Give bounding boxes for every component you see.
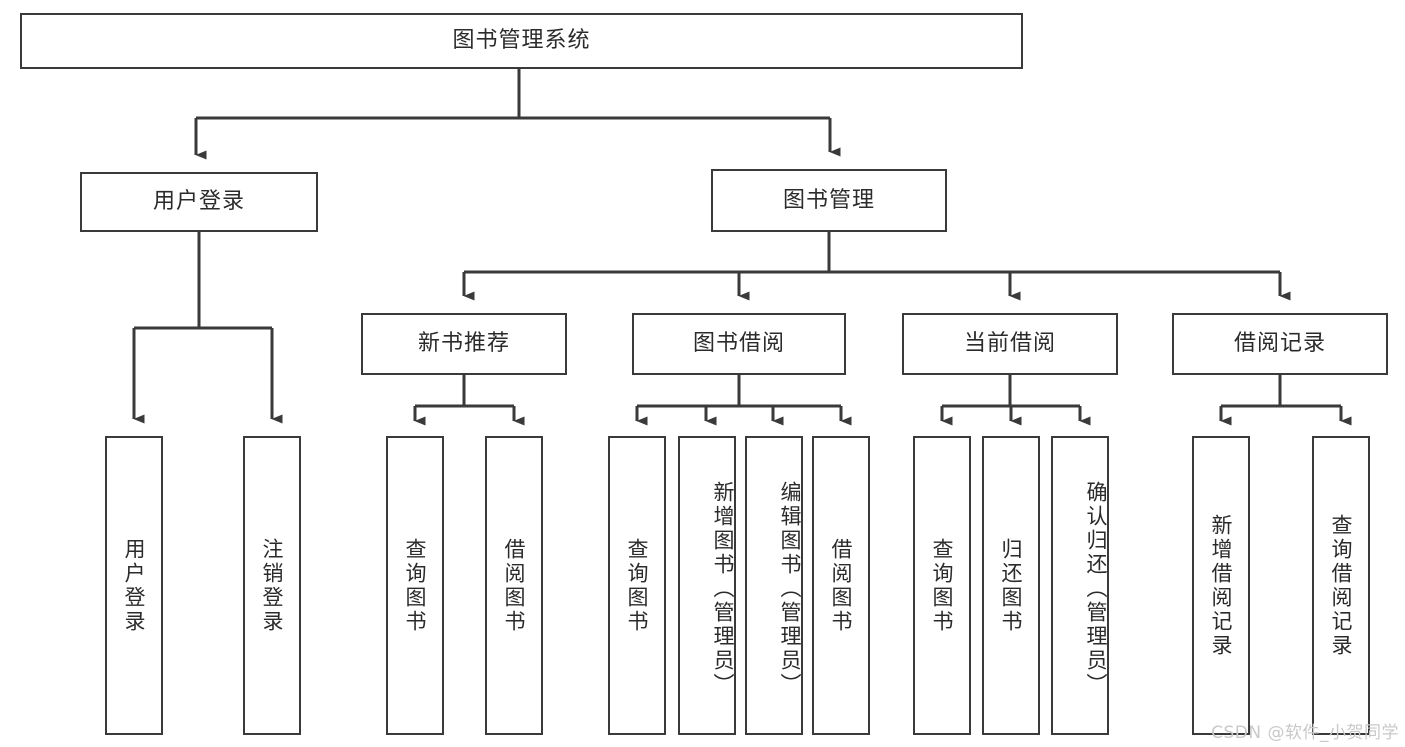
node-leaf-logout[interactable]: 注销登录 [243, 436, 301, 735]
node-leaf-user-login-label: 用户登录 [122, 537, 147, 634]
node-current-borrow-label: 当前借阅 [963, 331, 1056, 357]
node-borrow-record-label: 借阅记录 [1233, 331, 1326, 357]
node-leaf-borrow-book-1-label: 借阅图书 [502, 537, 527, 634]
node-book-borrow-label: 图书借阅 [692, 331, 785, 357]
node-leaf-logout-label: 注销登录 [260, 537, 285, 634]
node-current-borrow[interactable]: 当前借阅 [902, 313, 1118, 375]
node-leaf-add-book-label: 新增图书（管理员） [711, 480, 735, 697]
node-leaf-return-book-label: 归还图书 [999, 537, 1024, 634]
node-leaf-borrow-book-2[interactable]: 借阅图书 [812, 436, 870, 735]
node-new-book-rec[interactable]: 新书推荐 [361, 313, 567, 375]
node-leaf-borrow-book-2-label: 借阅图书 [829, 537, 854, 634]
node-leaf-query-book-1[interactable]: 查询图书 [386, 436, 444, 735]
node-leaf-borrow-book-1[interactable]: 借阅图书 [485, 436, 543, 735]
csdn-watermark: CSDN @软件_小贺同学 [1211, 723, 1399, 743]
node-leaf-query-book-1-label: 查询图书 [403, 537, 428, 634]
node-leaf-query-book-3-label: 查询图书 [930, 537, 955, 634]
node-user-login-label: 用户登录 [152, 189, 245, 215]
node-leaf-query-book-3[interactable]: 查询图书 [913, 436, 971, 735]
node-leaf-query-record[interactable]: 查询借阅记录 [1312, 436, 1370, 735]
node-user-login[interactable]: 用户登录 [80, 172, 318, 232]
node-book-manage-label: 图书管理 [782, 187, 875, 213]
node-root-label: 图书管理系统 [452, 28, 591, 54]
node-leaf-query-book-2-label: 查询图书 [625, 537, 650, 634]
node-leaf-user-login[interactable]: 用户登录 [105, 436, 163, 735]
node-leaf-query-book-2[interactable]: 查询图书 [608, 436, 666, 735]
node-leaf-confirm-return[interactable]: 确认归还（管理员） [1051, 436, 1109, 735]
node-book-borrow[interactable]: 图书借阅 [632, 313, 846, 375]
node-root[interactable]: 图书管理系统 [20, 13, 1023, 69]
node-leaf-confirm-return-label: 确认归还（管理员） [1084, 480, 1108, 697]
node-leaf-edit-book[interactable]: 编辑图书（管理员） [745, 436, 803, 735]
node-book-manage[interactable]: 图书管理 [711, 169, 947, 232]
node-borrow-record[interactable]: 借阅记录 [1172, 313, 1388, 375]
node-leaf-query-record-label: 查询借阅记录 [1329, 513, 1354, 658]
node-leaf-add-book[interactable]: 新增图书（管理员） [678, 436, 736, 735]
node-leaf-add-record[interactable]: 新增借阅记录 [1192, 436, 1250, 735]
node-new-book-rec-label: 新书推荐 [417, 331, 510, 357]
node-leaf-add-record-label: 新增借阅记录 [1209, 513, 1234, 658]
node-leaf-edit-book-label: 编辑图书（管理员） [778, 480, 802, 697]
node-leaf-return-book[interactable]: 归还图书 [982, 436, 1040, 735]
